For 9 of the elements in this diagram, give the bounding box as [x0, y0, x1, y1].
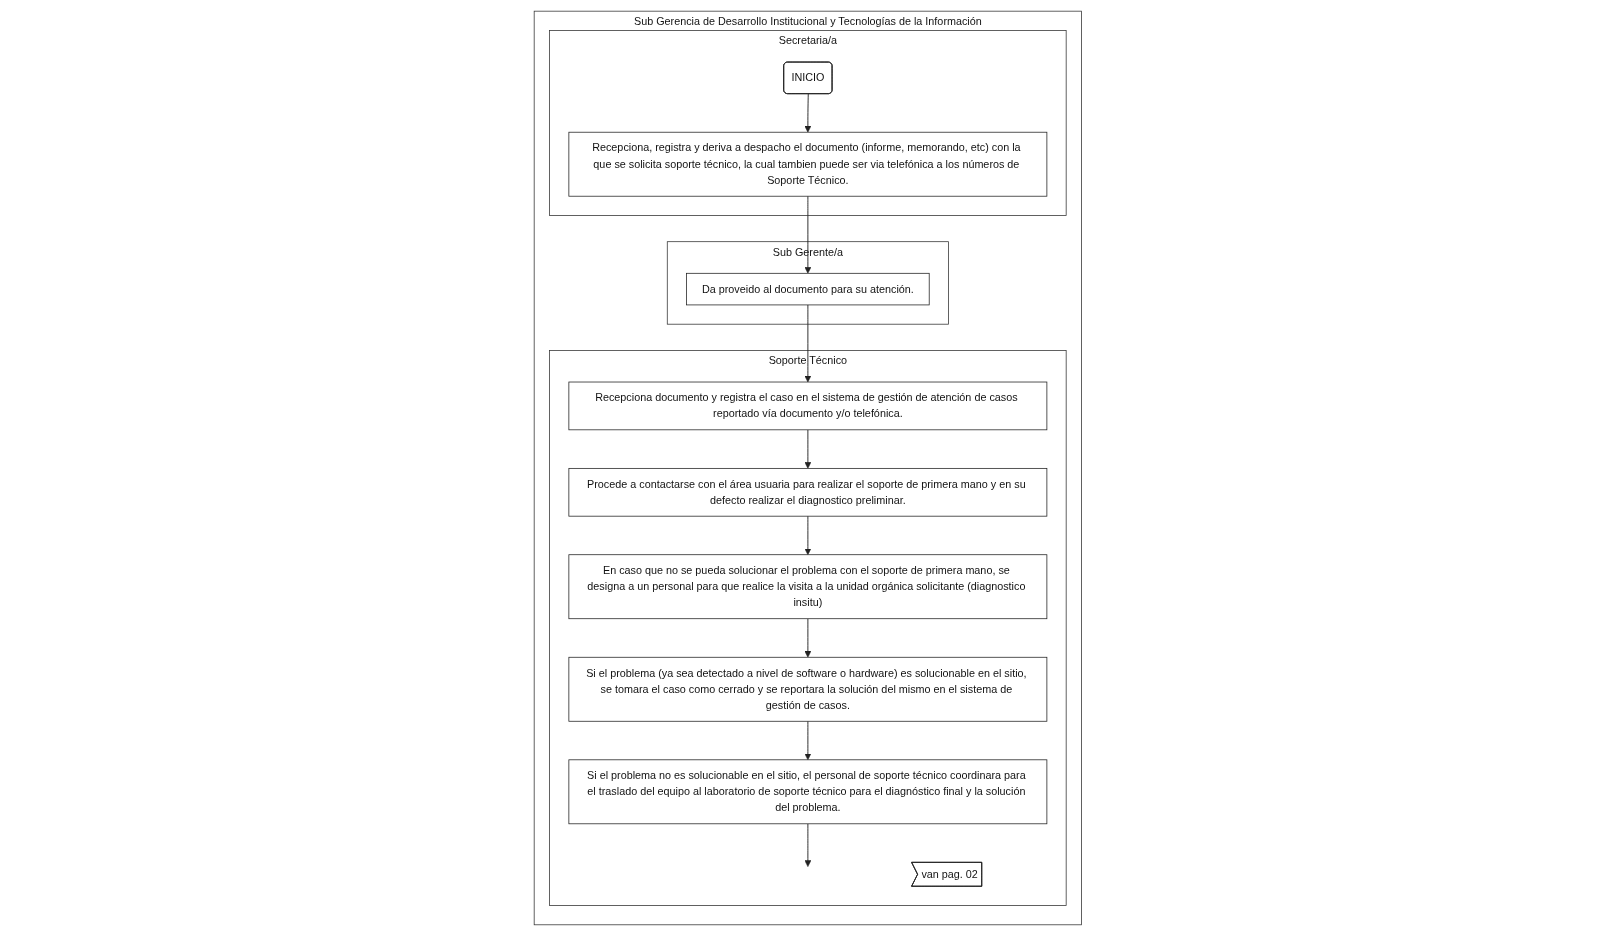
process-box: Si el problema (ya sea detectado a nivel de software o hardware) es solucionable en el sitio, se tomara el caso como cerrado y se reportara la solución del mismo en el sistema de gestión de casos.: [568, 656, 1047, 722]
process-box: Si el problema no es solucionable en el sitio, el personal de soporte técnico coordinara para el traslado del equipo al laboratorio de soporte técnico para el diagnóstico final y la solución del problema.: [568, 759, 1047, 825]
off-page-connector: van pag. 02: [910, 862, 982, 887]
terminal-box: INICIO: [782, 61, 833, 95]
process-box: Procede a contactarse con el área usuaria para realizar el soporte de primera mano y en su defecto realizar el diagnostico preliminar.: [568, 468, 1047, 517]
process-box: En caso que no se pueda solucionar el problema con el soporte de primera mano, se designa a un personal para que realice la visita a la unidad orgánica solicitante (diagnostico insitu): [568, 554, 1047, 620]
process-box: Recepciona, registra y deriva a despacho el documento (informe, memorando, etc) con la que se solicita soporte técnico, la cual tambien puede ser via telefónica a los números de Soporte Técnico.: [568, 131, 1047, 197]
process-box: Recepciona documento y registra el caso en el sistema de gestión de atención de casos reportado vía documento y/o telefónica.: [568, 381, 1047, 431]
process-box: Da proveido al documento para su atención.: [685, 272, 930, 306]
